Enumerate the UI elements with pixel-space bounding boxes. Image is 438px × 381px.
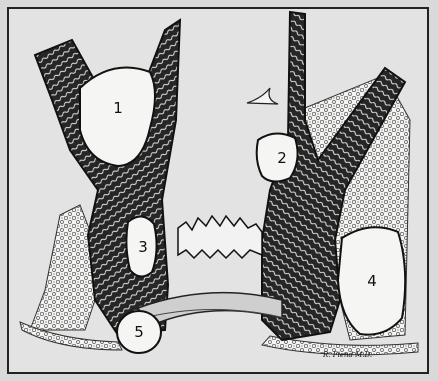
cyst-3-label: 3	[138, 238, 148, 256]
cyst-4-label: 4	[367, 272, 377, 290]
artist-signature: R. Fiend M.D.	[322, 351, 372, 359]
cyst-5: 5	[117, 311, 161, 353]
cyst-2-label: 2	[277, 149, 287, 167]
cyst-1-label: 1	[113, 99, 123, 117]
cyst-2: 2	[257, 133, 298, 181]
cyst-4: 4	[338, 227, 405, 334]
cyst-3: 3	[126, 216, 156, 276]
cyst-5-label: 5	[134, 323, 144, 341]
